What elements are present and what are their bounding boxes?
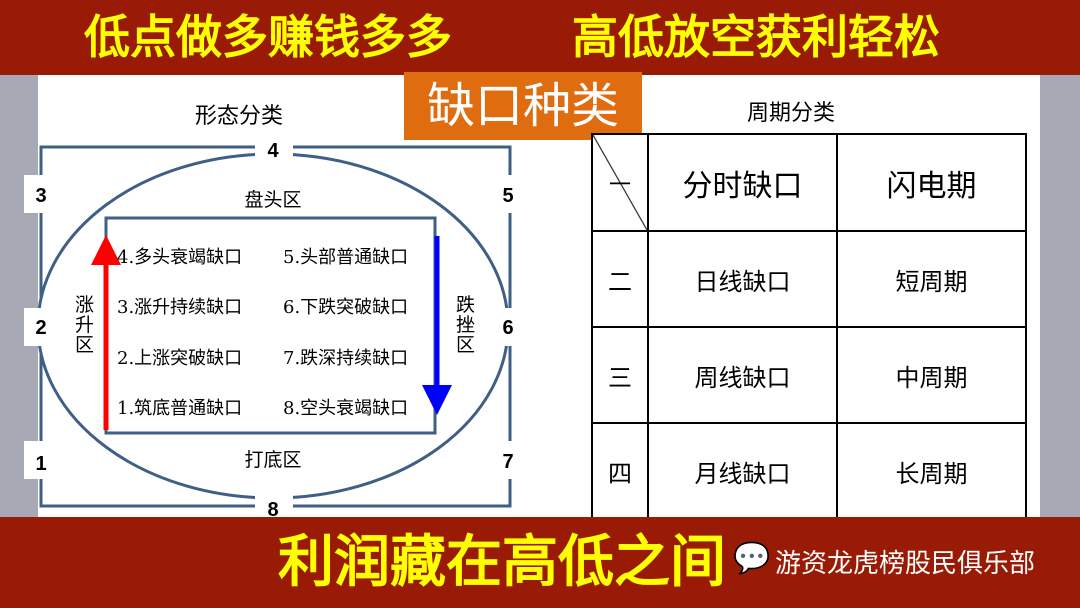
slide-badge: 缺口种类 — [404, 72, 642, 140]
left-zone: 涨升区 — [75, 294, 95, 356]
right-strip — [1040, 75, 1080, 517]
right-zone: 跌挫区 — [456, 294, 476, 356]
row-index: 三 — [591, 326, 649, 424]
table-cell: 短周期 — [836, 230, 1027, 328]
pos-7: 7 — [502, 451, 513, 473]
gap-1: 1.筑底普通缺口 — [117, 398, 242, 419]
table-row: 一 分时缺口 闪电期 — [591, 133, 1027, 232]
pos-6: 6 — [502, 317, 513, 339]
pos-3: 3 — [35, 185, 46, 207]
gap-4: 4.多头衰竭缺口 — [117, 247, 242, 268]
pos-4: 4 — [267, 140, 279, 162]
period-table: 一 分时缺口 闪电期 二日线缺口短周期 三周线缺口中周期 四月线缺口长周期 — [591, 133, 1027, 520]
wechat-icon: 💬 — [733, 541, 771, 576]
table-cell: 日线缺口 — [647, 230, 838, 328]
bottom-zone: 打底区 — [244, 449, 301, 471]
table-cell: 中周期 — [836, 326, 1027, 424]
pos-1: 1 — [35, 453, 46, 475]
table-row: 三周线缺口中周期 — [591, 326, 1027, 424]
gap-8: 8.空头衰竭缺口 — [283, 398, 408, 419]
gap-7: 7.跌深持续缺口 — [283, 348, 408, 369]
gap-3: 3.涨升持续缺口 — [117, 297, 242, 318]
header-right: 高低放空获利轻松 — [572, 10, 940, 64]
shape-title: 形态分类 — [195, 104, 284, 129]
table-cell: 长周期 — [836, 422, 1027, 520]
footer-watermark: 游资龙虎榜股民俱乐部 — [775, 549, 1036, 579]
top-zone: 盘头区 — [244, 189, 301, 211]
table-row: 四月线缺口长周期 — [591, 422, 1027, 520]
footer-slogan: 利润藏在高低之间 — [278, 530, 726, 595]
gap-5: 5.头部普通缺口 — [283, 247, 408, 268]
table-cell: 闪电期 — [836, 133, 1027, 232]
header-left: 低点做多赚钱多多 — [84, 10, 452, 64]
table-cell: 分时缺口 — [647, 133, 838, 232]
table-cell: 月线缺口 — [647, 422, 838, 520]
pos-8: 8 — [267, 499, 278, 520]
row-index: 二 — [591, 230, 649, 328]
gap-2: 2.上涨突破缺口 — [117, 348, 242, 369]
shape-diagram: 1 2 3 4 5 6 7 8 盘头区 打底区 4.多头衰竭缺口 3.涨升持续缺… — [24, 135, 526, 520]
top-banner: 低点做多赚钱多多 高低放空获利轻松 — [0, 0, 1080, 75]
table-cell: 周线缺口 — [647, 326, 838, 424]
gap-6: 6.下跌突破缺口 — [283, 297, 408, 318]
table-row: 二日线缺口短周期 — [591, 230, 1027, 328]
pos-2: 2 — [35, 317, 46, 339]
pos-5: 5 — [502, 185, 513, 207]
row-index: 一 — [608, 173, 631, 198]
bottom-banner: 利润藏在高低之间 💬 游资龙虎榜股民俱乐部 — [0, 517, 1080, 608]
row-index: 四 — [591, 422, 649, 520]
period-title: 周期分类 — [747, 101, 836, 126]
